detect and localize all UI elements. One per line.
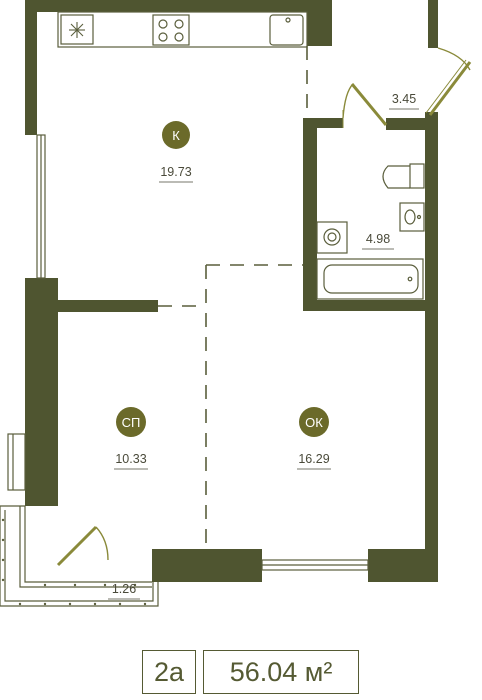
wall-left-upper [25, 0, 37, 135]
living-area: 16.29 [298, 452, 329, 466]
wall-right-top [428, 0, 438, 48]
room-balcony: 1.26 [108, 582, 140, 600]
bedroom-badge [116, 407, 146, 437]
bedroom-area: 10.33 [115, 452, 146, 466]
room-bathroom: 4.98 [362, 232, 394, 250]
fridge [60, 14, 94, 45]
kitchen-badge [162, 121, 190, 149]
kitchen-sink [269, 14, 304, 46]
washbasin [399, 202, 425, 232]
kitchen-badge-text: К [172, 128, 180, 143]
washing-machine [316, 221, 348, 254]
wall-top [25, 0, 332, 12]
bathtub [316, 258, 424, 300]
wall-bottom-left [152, 549, 262, 582]
wall-left-lower [25, 278, 58, 506]
wall-bath-top-right [386, 118, 428, 130]
stove [152, 14, 190, 46]
floor-plan: К 19.73 3.45 4.98 СП 10.33 ОК 16.29 1.26 [0, 0, 472, 607]
bathroom-door [342, 83, 388, 128]
room-kitchen: К 19.73 [159, 121, 193, 183]
room-bedroom: СП 10.33 [114, 407, 148, 470]
wall-bath-left [303, 118, 317, 311]
apartment-summary: 2a 56.04 м² [142, 650, 359, 694]
kitchen-area: 19.73 [160, 165, 191, 179]
snowflake-icon [69, 22, 85, 38]
bathroom-area: 4.98 [366, 232, 390, 246]
balcony-side-frame [7, 433, 26, 491]
wall-kitchen-bottom [58, 300, 158, 312]
bathroom-fixtures [316, 163, 425, 300]
kitchen-counter [57, 11, 308, 48]
apartment-type: 2a [142, 650, 196, 694]
apartment-total-area: 56.04 м² [203, 650, 359, 694]
room-hall: 3.45 [389, 92, 419, 110]
zone-separators [158, 46, 308, 549]
wall-bottom-right [368, 549, 438, 582]
walls [25, 0, 438, 582]
wall-bath-top [303, 118, 343, 128]
balcony-door [56, 525, 109, 567]
balcony-area: 1.26 [112, 582, 136, 596]
room-living: ОК 16.29 [297, 407, 331, 470]
balcony [0, 433, 159, 607]
living-badge [299, 407, 329, 437]
entrance-door [425, 47, 472, 116]
balcony-rail-dots [1, 518, 147, 606]
bedroom-badge-text: СП [122, 415, 141, 430]
living-badge-text: ОК [305, 415, 323, 430]
windows [36, 134, 369, 571]
toilet [382, 163, 425, 189]
wall-top-right [307, 0, 332, 46]
wall-right [425, 112, 438, 580]
hall-area: 3.45 [392, 92, 416, 106]
wall-bath-bottom [303, 300, 428, 311]
